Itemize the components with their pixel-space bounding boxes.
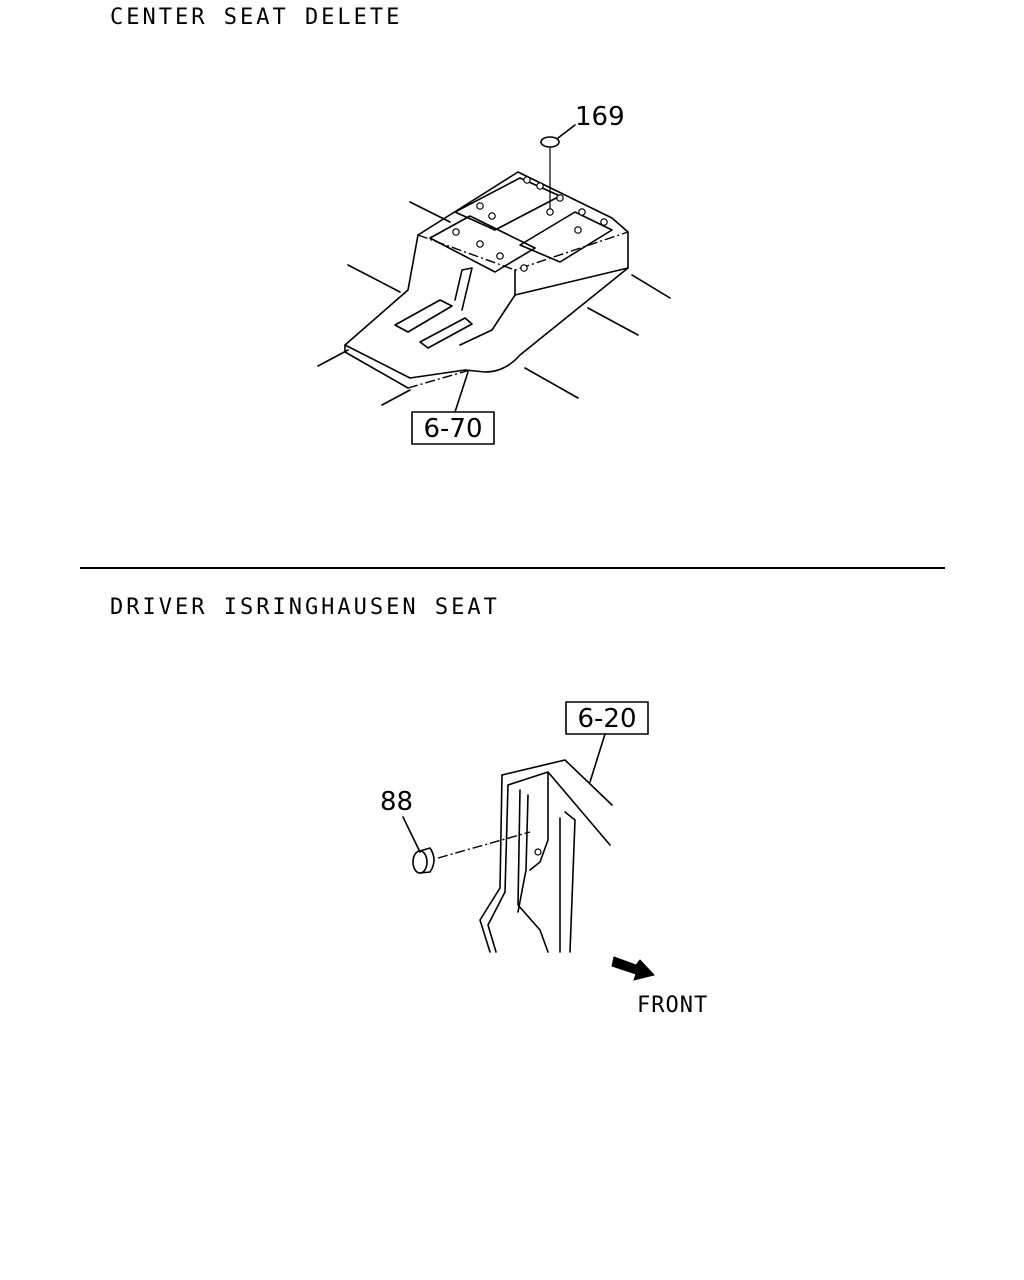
mount-plate: [429, 215, 536, 273]
bolt-hole: [496, 252, 504, 260]
front-direction-indicator: FRONT: [611, 956, 708, 1018]
bolt-hole: [476, 240, 484, 248]
bolt-hole: [578, 208, 586, 216]
console-left-side: [344, 234, 466, 379]
reference-box: [411, 411, 495, 445]
bolt-hole: [488, 212, 496, 220]
bolt-hole: [574, 226, 582, 234]
reference-box: [565, 701, 649, 735]
floor-line: [317, 349, 349, 367]
part-number-label: 169: [575, 102, 625, 132]
bracket-right-edge: [564, 811, 576, 953]
reference-6-70[interactable]: 6-70: [411, 371, 495, 445]
mount-hole: [534, 848, 542, 856]
callout-169[interactable]: 169: [540, 102, 625, 210]
bolt-hole: [556, 194, 564, 202]
bracket-outer-left: [479, 774, 503, 953]
console-right-side: [464, 231, 629, 373]
floor-line: [587, 307, 639, 336]
callout-88[interactable]: 88: [380, 787, 531, 874]
bracket-inner-top: [507, 771, 611, 846]
console-step-top: [514, 267, 629, 296]
plug-part-88-face: [412, 850, 428, 874]
section-center-seat-delete: CENTER SEAT DELETE 169: [110, 5, 671, 445]
bolt-hole: [476, 202, 484, 210]
bracket-flange: [529, 771, 549, 871]
bracket-top-edge: [501, 759, 613, 806]
arrow-icon: [611, 956, 655, 981]
floor-line: [347, 264, 401, 293]
bracket-web: [517, 789, 549, 953]
leader-line: [589, 733, 606, 783]
bolt-hole: [536, 182, 544, 190]
front-label: FRONT: [637, 993, 708, 1018]
leader-line: [454, 371, 469, 413]
leader-line: [557, 124, 576, 139]
reference-label: 6-20: [577, 704, 636, 734]
dash-leader: [437, 831, 531, 859]
floor-line: [631, 274, 671, 299]
slot: [394, 299, 453, 333]
plug-part-88-body: [419, 847, 435, 874]
slot: [419, 317, 473, 349]
console-step-edge: [459, 269, 516, 346]
seat-bracket-drawing: [479, 759, 613, 953]
part-number-label: 88: [380, 787, 413, 817]
section-driver-isringhausen-seat: DRIVER ISRINGHAUSEN SEAT 6-20 88: [110, 595, 708, 1018]
mount-plate: [454, 177, 561, 231]
slot: [454, 267, 473, 311]
bolt-hole: [452, 228, 460, 236]
console-base-dash: [407, 369, 471, 389]
bracket-inner-left: [487, 784, 509, 953]
floor-line: [524, 367, 579, 399]
bolt-hole: [520, 264, 528, 272]
floor-cover-drawing: [317, 171, 671, 406]
reference-label: 6-70: [423, 414, 482, 444]
console-top-dash: [417, 231, 629, 271]
reference-6-20[interactable]: 6-20: [565, 701, 649, 783]
plug-part-169: [540, 136, 560, 148]
bolt-hole: [546, 208, 554, 216]
mount-plate: [519, 211, 613, 263]
floor-line: [381, 389, 411, 406]
console-base-edge: [344, 344, 409, 389]
bolt-hole: [600, 218, 608, 226]
leader-line: [402, 816, 421, 853]
bolt-hole: [523, 176, 531, 184]
bracket-web-inner: [517, 794, 529, 913]
console-top-edge: [417, 171, 629, 236]
section-title: DRIVER ISRINGHAUSEN SEAT: [110, 595, 500, 620]
section-title: CENTER SEAT DELETE: [110, 5, 402, 30]
